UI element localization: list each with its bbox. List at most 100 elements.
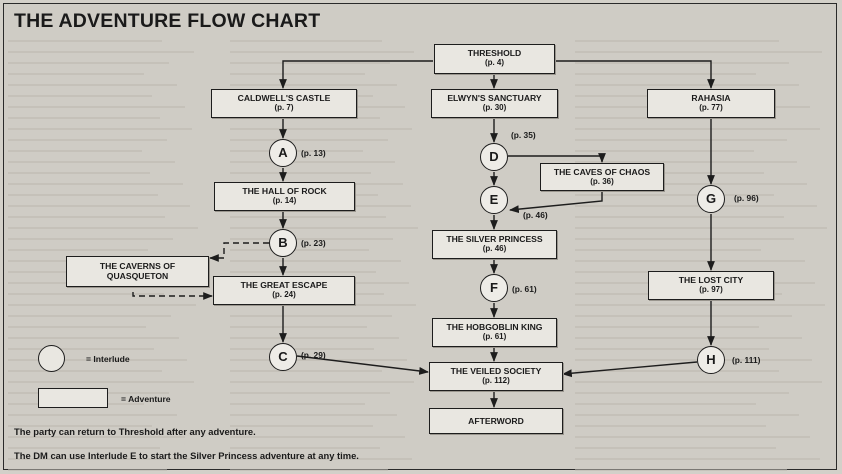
faint-text-line — [8, 359, 187, 361]
page-ref: (p. 4) — [484, 58, 505, 67]
adventure-elwyns-sanctuary[interactable]: ELWYN'S SANCTUARY (p. 30) — [431, 89, 558, 118]
faint-text-line — [575, 447, 777, 449]
faint-text-line — [230, 458, 413, 460]
adventure-name: THE HOBGOBLIN KING — [446, 322, 543, 332]
faint-text-line — [575, 381, 823, 383]
adventure-hall-of-rock[interactable]: THE HALL OF ROCK (p. 14) — [214, 182, 355, 211]
adventure-afterword[interactable]: AFTERWORD — [429, 408, 563, 434]
faint-text-line — [575, 117, 777, 119]
adventure-name: THE SILVER PRINCESS — [446, 234, 543, 244]
faint-text-line — [230, 337, 400, 339]
faint-text-line — [230, 62, 390, 64]
adventure-name: THE GREAT ESCAPE — [240, 280, 328, 290]
page-ref: (p. 112) — [482, 376, 510, 385]
faint-text-line — [575, 359, 813, 361]
faint-text-line — [230, 381, 415, 383]
faint-text-line — [230, 249, 369, 251]
legend-adventure-label: = Adventure — [121, 394, 171, 404]
faint-text-line — [8, 161, 176, 163]
faint-text-line — [575, 469, 787, 471]
faint-text-line — [575, 62, 790, 64]
adventure-veiled-society[interactable]: THE VEILED SOCIETY (p. 112) — [429, 362, 563, 391]
faint-text-line — [230, 161, 396, 163]
edge-caves-e — [509, 191, 603, 214]
legend-interlude-label: = Interlude — [86, 354, 130, 364]
interlude-letter: F — [490, 280, 498, 295]
page-ref: (p. 36) — [590, 177, 614, 186]
interlude-letter: H — [706, 352, 716, 367]
interlude-g[interactable]: G — [697, 185, 725, 213]
faint-text-line — [8, 205, 191, 207]
faint-text-line — [575, 436, 810, 438]
adventure-caves-of-chaos[interactable]: THE CAVES OF CHAOS (p. 36) — [540, 163, 664, 191]
adventure-silver-princess[interactable]: THE SILVER PRINCESS (p. 46) — [432, 230, 557, 259]
interlude-a[interactable]: A — [269, 139, 297, 167]
faint-text-line — [575, 249, 762, 251]
adventure-name: THRESHOLD — [467, 48, 522, 58]
legend-adventure-symbol — [38, 388, 108, 408]
edge-h-veiled — [562, 361, 698, 378]
faint-text-line — [8, 128, 193, 130]
interlude-e-page: (p. 46) — [523, 210, 548, 220]
interlude-h[interactable]: H — [697, 346, 725, 374]
adventure-great-escape[interactable]: THE GREAT ESCAPE (p. 24) — [213, 276, 355, 305]
faint-text-line — [8, 348, 154, 350]
adventure-caverns-of-quasqueton[interactable]: THE CAVERNS OF QUASQUETON — [66, 256, 209, 287]
faint-text-line — [575, 337, 802, 339]
faint-text-line — [8, 315, 172, 317]
page-ref: (p. 77) — [699, 103, 723, 112]
interlude-d[interactable]: D — [480, 143, 508, 171]
faint-text-line — [230, 238, 394, 240]
interlude-f[interactable]: F — [480, 274, 508, 302]
faint-text-line — [230, 425, 373, 427]
faint-text-line — [8, 172, 151, 174]
adventure-rahasia[interactable]: RAHASIA (p. 77) — [647, 89, 775, 118]
faint-text-line — [8, 84, 177, 86]
faint-text-line — [8, 73, 145, 75]
faint-text-line — [230, 271, 377, 273]
faint-text-line — [8, 227, 199, 229]
faint-text-line — [8, 117, 160, 119]
interlude-e[interactable]: E — [480, 186, 508, 214]
faint-text-line — [575, 392, 790, 394]
faint-text-line — [575, 172, 764, 174]
faint-text-line — [230, 227, 419, 229]
edge-c-veiled — [296, 355, 429, 375]
adventure-hobgoblin-king[interactable]: THE HOBGOBLIN KING (p. 61) — [432, 318, 557, 347]
faint-text-line — [575, 183, 808, 185]
faint-text-line — [8, 51, 195, 53]
adventure-name: THE VEILED SOCIETY — [450, 366, 542, 376]
faint-text-line — [8, 194, 158, 196]
faint-text-line — [575, 238, 795, 240]
note-return-threshold: The party can return to Threshold after … — [14, 426, 256, 437]
page-ref: (p. 97) — [699, 285, 723, 294]
faint-text-line — [8, 293, 164, 295]
interlude-b[interactable]: B — [269, 229, 297, 257]
faint-text-line — [8, 458, 193, 460]
adventure-lost-city[interactable]: THE LOST CITY (p. 97) — [648, 271, 774, 300]
faint-text-line — [230, 315, 392, 317]
faint-text-line — [8, 249, 149, 251]
faint-text-line — [575, 205, 818, 207]
faint-text-line — [8, 62, 170, 64]
interlude-c[interactable]: C — [269, 343, 297, 371]
interlude-g-page: (p. 96) — [734, 193, 759, 203]
faint-text-line — [230, 84, 398, 86]
faint-text-line — [230, 139, 388, 141]
note-interlude-e: The DM can use Interlude E to start the … — [14, 450, 359, 461]
interlude-letter: G — [705, 191, 717, 206]
faint-text-line — [230, 117, 381, 119]
faint-text-line — [575, 370, 779, 372]
interlude-b-page: (p. 23) — [301, 238, 326, 248]
faint-text-line — [575, 216, 785, 218]
faint-text-line — [575, 40, 779, 42]
adventure-threshold[interactable]: THRESHOLD (p. 4) — [434, 44, 555, 74]
adventure-caldwells-castle[interactable]: CALDWELL'S CASTLE (p. 7) — [211, 89, 357, 118]
faint-text-line — [575, 194, 774, 196]
faint-text-line — [8, 370, 162, 372]
faint-text-line — [230, 370, 382, 372]
edge-b-caverns — [209, 242, 269, 262]
edge-threshold-rahasia — [555, 60, 715, 89]
faint-text-line — [8, 95, 152, 97]
